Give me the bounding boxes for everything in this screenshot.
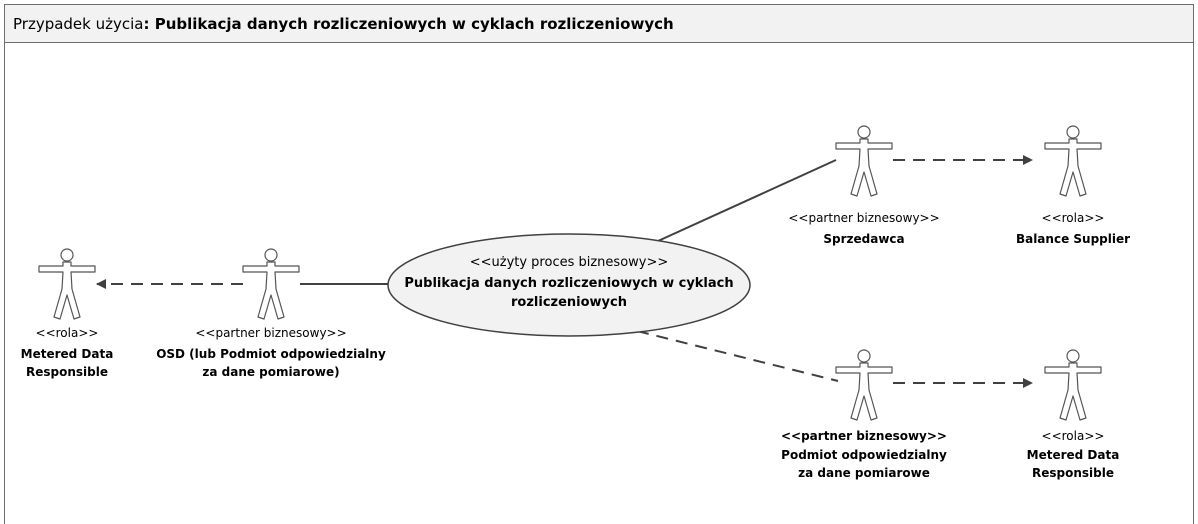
actor-name-line1: OSD (lub Podmiot odpowiedzialny — [156, 347, 386, 361]
actor-stereotype: <<partner biznesowy>> — [195, 326, 346, 340]
actor-figure-icon — [1044, 349, 1102, 421]
actor-name-line1: Metered Data — [21, 347, 114, 361]
actor-stereotype: <<partner biznesowy>> — [788, 211, 939, 225]
actor-metered-data-responsible-right[interactable]: <<rola>> Metered Data Responsible — [1027, 349, 1120, 480]
actor-name-line1: Podmiot odpowiedzialny — [781, 448, 947, 462]
actor-stereotype: <<rola>> — [1042, 429, 1105, 443]
actor-figure-icon — [1044, 125, 1102, 197]
actor-figure-icon — [38, 248, 96, 320]
association-usecase-sprzedawca — [657, 159, 837, 242]
actor-name-line2: Responsible — [1032, 466, 1114, 480]
actor-name-line1: Metered Data — [1027, 448, 1120, 462]
actor-metered-data-responsible-left[interactable]: <<rola>> Metered Data Responsible — [21, 248, 114, 379]
header-title: : Publikacja danych rozliczeniowych w cy… — [143, 14, 674, 33]
actor-stereotype: <<partner biznesowy>> — [781, 429, 947, 443]
diagram-frame: Przypadek użycia: Publikacja danych rozl… — [4, 4, 1194, 524]
use-case-name-line1: Publikacja danych rozliczeniowych w cykl… — [404, 276, 733, 291]
actor-figure-icon — [835, 349, 893, 421]
actor-sprzedawca[interactable]: <<partner biznesowy>> Sprzedawca — [788, 125, 940, 246]
actor-stereotype: <<rola>> — [1042, 211, 1105, 225]
use-case[interactable]: <<użyty proces biznesowy>> Publikacja da… — [387, 233, 751, 337]
actor-balance-supplier[interactable]: <<rola>> Balance Supplier — [1016, 125, 1130, 246]
actor-figure-icon — [242, 248, 300, 320]
actor-name-line2: Responsible — [26, 365, 108, 379]
actor-name-line1: Balance Supplier — [1016, 232, 1130, 246]
header-prefix: Przypadek użycia — [13, 14, 144, 33]
actor-podmiot-odpowiedzialny[interactable]: <<partner biznesowy>> Podmiot odpowiedzi… — [781, 349, 947, 480]
use-case-stereotype: <<użyty proces biznesowy>> — [470, 255, 669, 270]
actor-figure-icon — [835, 125, 893, 197]
actor-stereotype: <<rola>> — [36, 326, 99, 340]
actor-name-line2: za dane pomiarowe) — [202, 365, 339, 379]
diagram-header: Przypadek użycia: Publikacja danych rozl… — [5, 5, 1193, 43]
actor-osd[interactable]: <<partner biznesowy>> OSD (lub Podmiot o… — [156, 248, 386, 379]
actor-name-line1: Sprzedawca — [823, 232, 904, 246]
actor-name-line2: za dane pomiarowe — [798, 466, 930, 480]
dependency-usecase-podmiot — [636, 330, 839, 382]
use-case-name-line2: rozliczeniowych — [511, 295, 627, 310]
